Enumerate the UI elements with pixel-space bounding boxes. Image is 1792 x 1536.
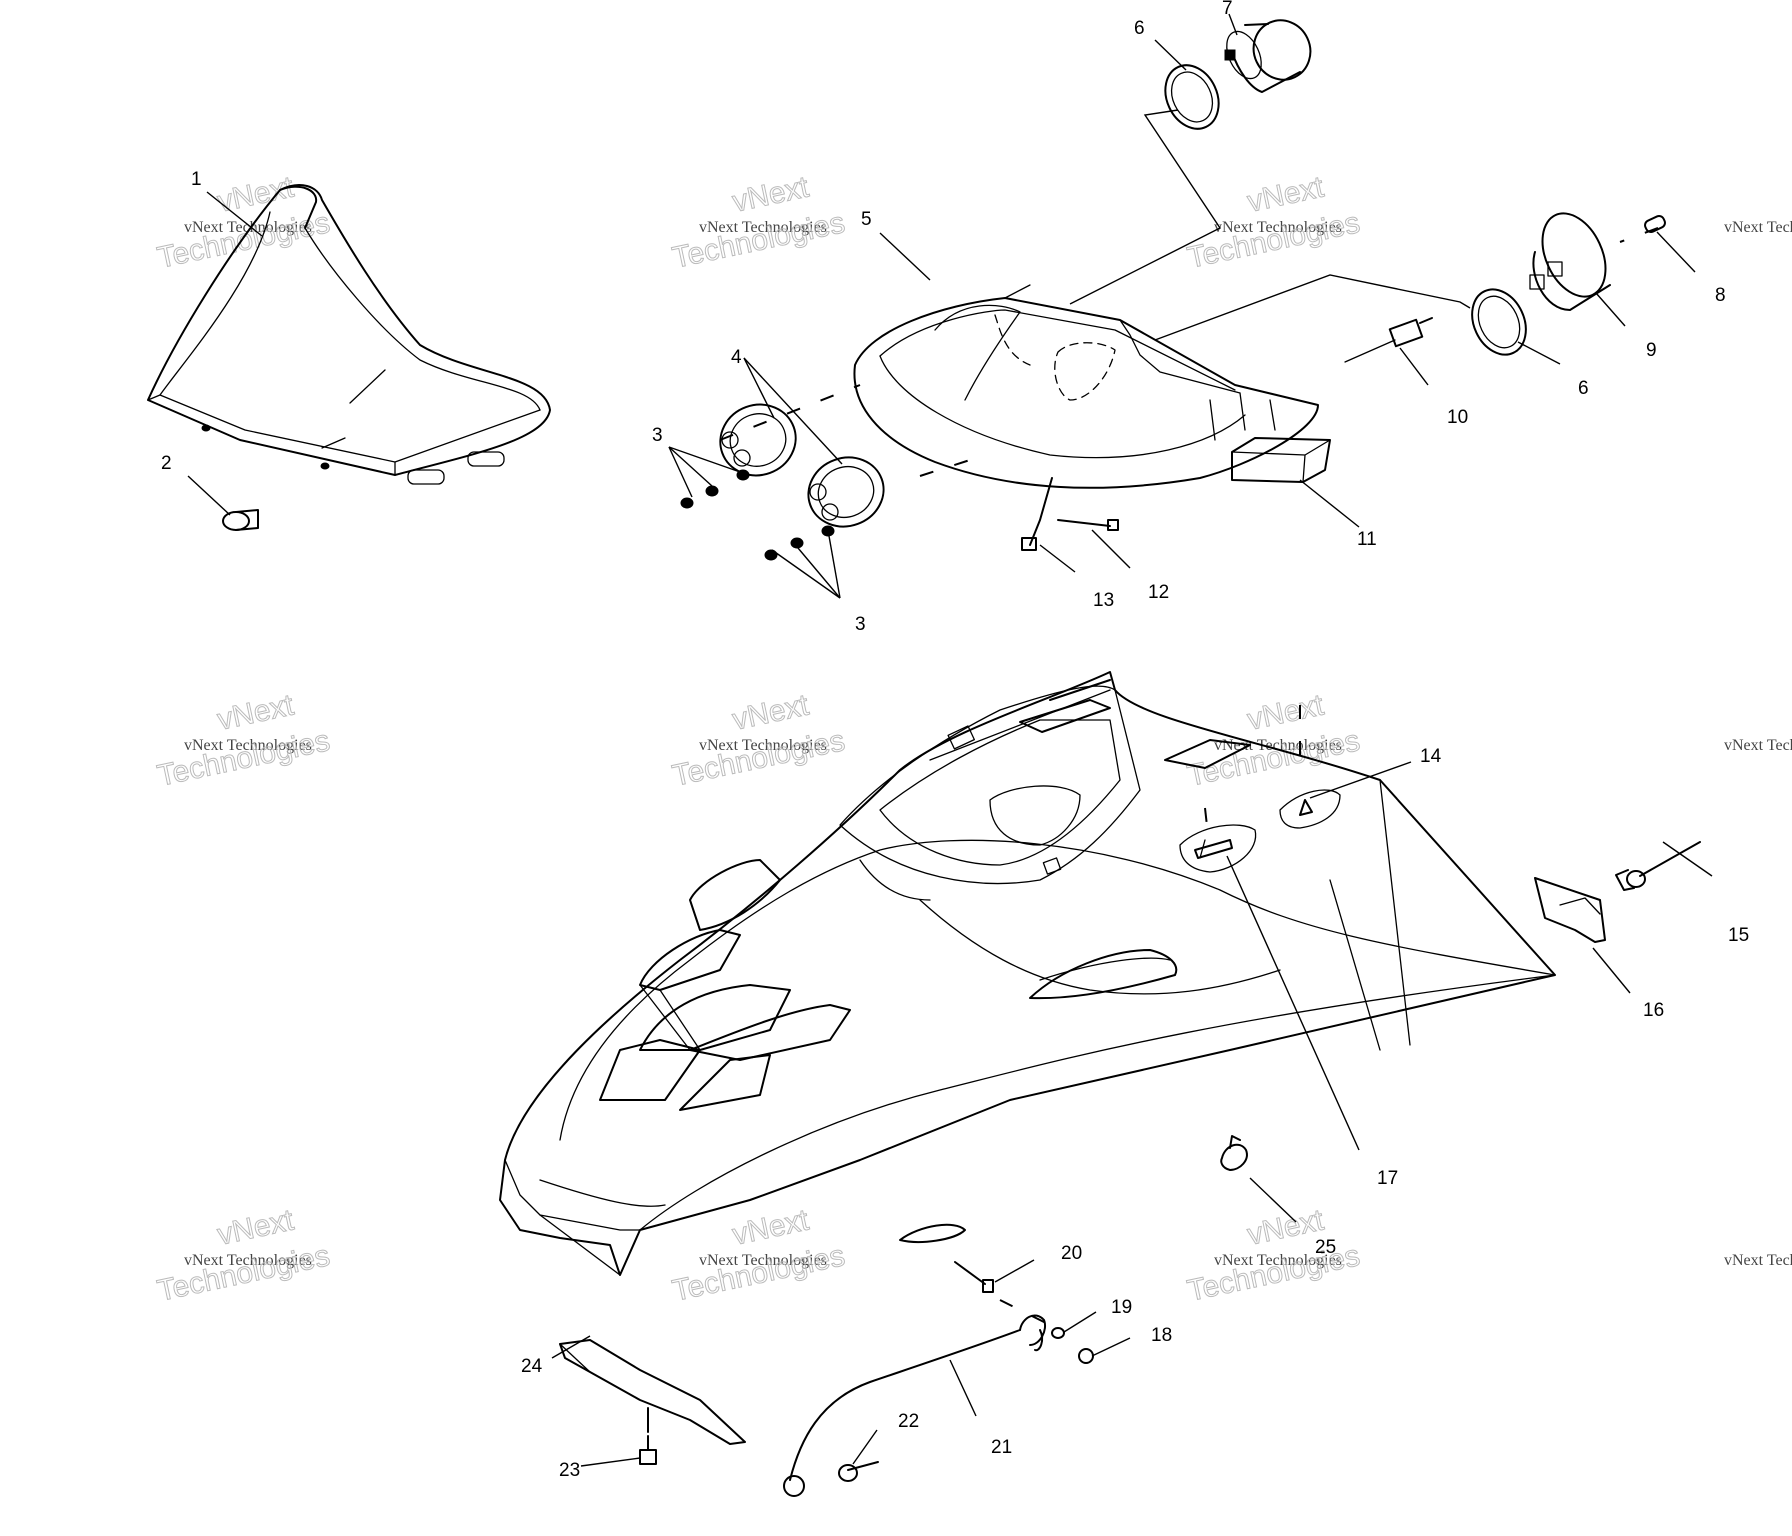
plate-24 xyxy=(559,1339,746,1445)
callout-23: 23 xyxy=(559,1460,580,1481)
callout-21: 21 xyxy=(991,1437,1012,1458)
watermark: vNext vNext Technologies Technologies xyxy=(154,688,333,793)
callout-12: 12 xyxy=(1148,582,1169,603)
fitting-22 xyxy=(838,1461,879,1482)
callout-7: 7 xyxy=(1222,0,1233,19)
svg-text:vNext: vNext xyxy=(730,688,813,736)
svg-text:vNext Technologies: vNext Technologies xyxy=(1214,219,1342,236)
watermark: vNext vNext Technologies Technologies xyxy=(669,1203,848,1308)
callout-1: 1 xyxy=(191,169,202,190)
svg-text:Technologies: Technologies xyxy=(155,206,333,275)
svg-text:vNext Technologies: vNext Technologies xyxy=(1724,219,1792,236)
svg-text:vNext: vNext xyxy=(1245,688,1328,736)
nut-18 xyxy=(1078,1348,1094,1364)
watermark: vNext vNext Technologies Technologies xyxy=(154,1203,333,1308)
windshield xyxy=(147,184,551,485)
bracket-16 xyxy=(1534,877,1606,943)
callout-3-lower: 3 xyxy=(855,614,866,635)
small-plug xyxy=(1644,214,1666,234)
watermark: vNext vNext Technologies Technologies xyxy=(669,170,848,275)
connector-13 xyxy=(1021,477,1053,551)
svg-text:vNext: vNext xyxy=(215,1203,298,1251)
watermark: vNext Technologies xyxy=(1724,1252,1792,1269)
svg-text:Technologies: Technologies xyxy=(670,1239,848,1308)
callout-10: 10 xyxy=(1447,407,1468,428)
svg-text:Technologies: Technologies xyxy=(1185,724,1363,793)
callout-3-upper: 3 xyxy=(652,425,663,446)
svg-text:vNext Technologies: vNext Technologies xyxy=(699,219,827,236)
callout-16: 16 xyxy=(1643,1000,1664,1021)
watermark-grid: vNext vNext Technologies Technologies vN… xyxy=(154,170,1792,1308)
gauge-ring-lower xyxy=(1471,288,1527,356)
callout-2: 2 xyxy=(161,453,172,474)
foam-pad xyxy=(1231,437,1331,483)
lanyard-cable xyxy=(783,1314,1046,1497)
svg-text:vNext Technologies: vNext Technologies xyxy=(699,1252,827,1269)
svg-text:vNext Technologies: vNext Technologies xyxy=(184,219,312,236)
callout-18: 18 xyxy=(1151,1325,1172,1346)
callout-6-upper: 6 xyxy=(1134,18,1145,39)
bolt-12 xyxy=(1057,519,1119,531)
svg-text:vNext Technologies: vNext Technologies xyxy=(699,737,827,754)
leader-lines xyxy=(187,13,1713,1467)
svg-text:vNext Technologies: vNext Technologies xyxy=(1214,1252,1342,1269)
callout-22: 22 xyxy=(898,1411,919,1432)
callout-19: 19 xyxy=(1111,1297,1132,1318)
callout-8: 8 xyxy=(1715,285,1726,306)
callout-25: 25 xyxy=(1315,1237,1336,1258)
callout-6-lower: 6 xyxy=(1578,378,1589,399)
windshield-fastener xyxy=(222,509,259,531)
callout-24: 24 xyxy=(521,1356,543,1377)
svg-text:vNext: vNext xyxy=(215,688,298,736)
svg-text:vNext: vNext xyxy=(1245,170,1328,218)
svg-text:Technologies: Technologies xyxy=(155,724,333,793)
watermark: vNext vNext Technologies Technologies xyxy=(669,688,848,793)
hood-body xyxy=(499,671,1556,1276)
svg-text:Technologies: Technologies xyxy=(1185,206,1363,275)
clip-25 xyxy=(1220,1135,1248,1171)
washer-19 xyxy=(1051,1327,1065,1339)
callout-13: 13 xyxy=(1093,590,1114,611)
gauge-bezels xyxy=(719,403,885,528)
callout-11: 11 xyxy=(1357,529,1377,550)
svg-text:vNext Technologies: vNext Technologies xyxy=(1724,1252,1792,1269)
svg-text:vNext Technologies: vNext Technologies xyxy=(184,1252,312,1269)
svg-text:vNext Technologies: vNext Technologies xyxy=(184,737,312,754)
sensor xyxy=(1344,317,1433,363)
svg-text:Technologies: Technologies xyxy=(670,724,848,793)
gauge-lower xyxy=(1529,212,1611,311)
assembly-lines-bottom xyxy=(999,705,1301,1331)
callout-15: 15 xyxy=(1728,925,1749,946)
callout-4: 4 xyxy=(731,347,742,368)
gauge-ring-upper xyxy=(1164,64,1220,130)
callout-9: 9 xyxy=(1646,340,1657,361)
screw-20 xyxy=(954,1261,994,1293)
watermark: vNext Technologies xyxy=(1724,219,1792,236)
svg-text:vNext Technologies: vNext Technologies xyxy=(1724,737,1792,754)
svg-text:vNext: vNext xyxy=(215,170,298,218)
callout-17: 17 xyxy=(1377,1168,1398,1189)
callout-20: 20 xyxy=(1061,1243,1082,1264)
gauge-upper xyxy=(1224,19,1312,93)
svg-text:Technologies: Technologies xyxy=(670,206,848,275)
pin-15 xyxy=(1615,841,1701,891)
callout-numbers: 1 2 3 3 4 5 6 6 7 8 9 10 11 12 13 14 15 … xyxy=(161,0,1749,1481)
dash-console xyxy=(853,284,1319,489)
watermark: vNext Technologies xyxy=(1724,737,1792,754)
callout-5: 5 xyxy=(861,209,872,230)
callout-14: 14 xyxy=(1420,746,1442,767)
bolt-23 xyxy=(639,1407,657,1465)
svg-text:vNext: vNext xyxy=(730,1203,813,1251)
watermark: vNext vNext Technologies Technologies xyxy=(1184,170,1363,275)
svg-text:Technologies: Technologies xyxy=(155,1239,333,1308)
nuts xyxy=(680,469,835,561)
svg-text:vNext: vNext xyxy=(730,170,813,218)
assembly-lines-top xyxy=(719,109,1659,477)
